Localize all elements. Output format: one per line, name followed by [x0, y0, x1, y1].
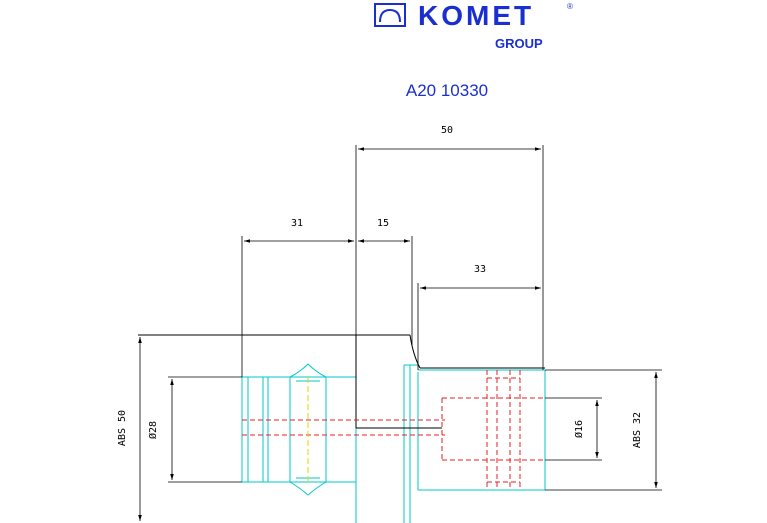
flange-outline: [138, 334, 545, 429]
dim-label-overall: 50: [441, 125, 453, 136]
dim-label-left: 31: [291, 218, 303, 229]
dimension-extension-lines: [168, 145, 662, 491]
logo-brand-text: KOMET: [418, 0, 534, 31]
dim-label-abs-right: ABS 32: [632, 412, 643, 448]
dim-label-dia-left: Ø28: [147, 421, 159, 439]
part-number-title: A20 10330: [406, 81, 488, 100]
logo-registered-mark: ®: [567, 2, 573, 11]
logo-group-text: GROUP: [495, 36, 543, 51]
hidden-bore-lines: [242, 370, 545, 490]
dimension-lines: [138, 147, 658, 521]
dim-label-dia-right: Ø16: [573, 420, 585, 438]
dim-label-right: 33: [474, 264, 486, 275]
dim-label-flange: 15: [377, 218, 389, 229]
dim-label-abs-left: ABS 50: [117, 410, 128, 446]
komet-logo: KOMET ® GROUP: [374, 0, 573, 51]
logo-emblem-icon: [374, 3, 406, 27]
part-outline: [241, 335, 546, 523]
